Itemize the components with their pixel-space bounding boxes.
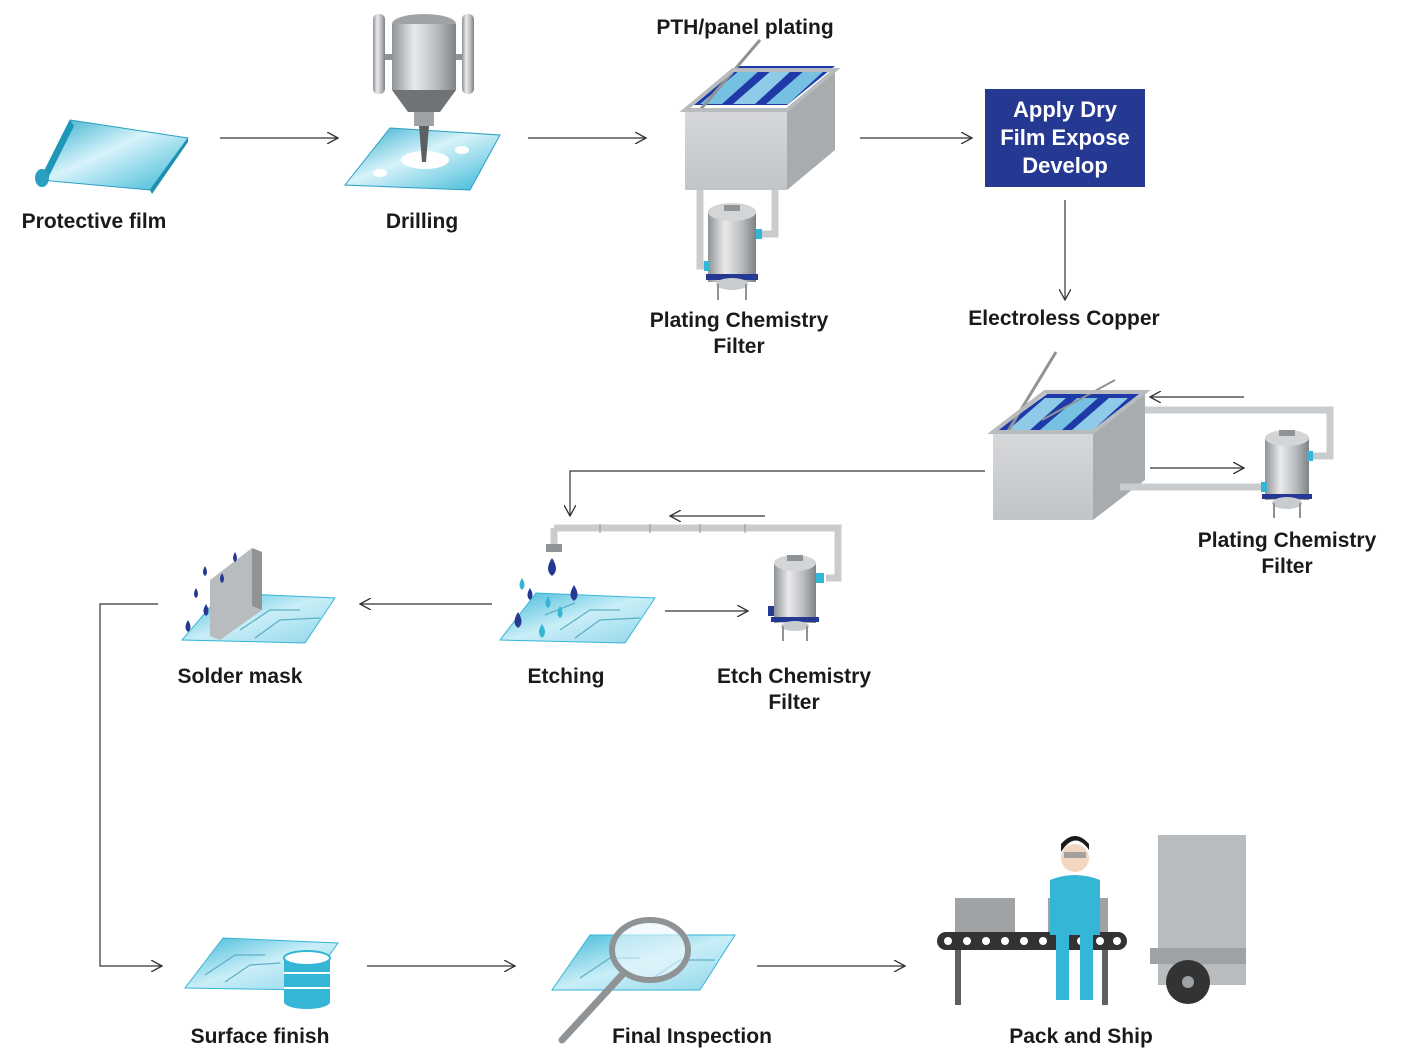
- box-line: Develop: [1022, 153, 1108, 178]
- etching-icon: [499, 524, 842, 644]
- pack-and-ship-icon: [937, 835, 1246, 1005]
- drill-icon: [343, 14, 501, 191]
- label-line: Filter: [1261, 555, 1313, 578]
- label-pth-panel-plating: PTH/panel plating: [656, 16, 834, 39]
- protective-film-icon: [35, 119, 189, 194]
- label-solder-mask: Solder mask: [177, 665, 303, 688]
- label-line: Filter: [713, 335, 765, 358]
- label-plating-filter-2: Plating Chemistry Filter: [1198, 528, 1377, 580]
- label-pack-and-ship: Pack and Ship: [1009, 1025, 1153, 1048]
- arrow-electroless-to-etching: [570, 470, 985, 516]
- label-plating-filter-1: Plating Chemistry Filter: [650, 308, 829, 360]
- magnifier-icon: [551, 917, 736, 1044]
- pth-plating-tank-icon: [679, 39, 841, 300]
- flow-arrows: [99, 138, 1244, 966]
- label-final-inspection: Final Inspection: [612, 1025, 772, 1048]
- apply-dry-film-box: Apply Dry Film Expose Develop: [985, 89, 1145, 187]
- label-line: Etch Chemistry: [716, 665, 872, 688]
- surface-finish-icon: [184, 937, 339, 1009]
- solder-mask-icon: [180, 548, 336, 644]
- label-surface-finish: Surface finish: [190, 1025, 330, 1048]
- label-protective-film: Protective film: [21, 210, 167, 233]
- label-electroless-copper: Electroless Copper: [968, 307, 1160, 330]
- arrow-soldermask-to-surface: [99, 603, 162, 966]
- label-line: Plating Chemistry: [1197, 529, 1377, 552]
- box-line: Apply Dry: [1013, 97, 1117, 122]
- label-line: Filter: [768, 691, 820, 714]
- electroless-copper-tank-icon: [987, 351, 1334, 520]
- label-etching: Etching: [527, 665, 605, 688]
- label-line: Plating Chemistry: [649, 309, 829, 332]
- label-etch-filter: Etch Chemistry Filter: [717, 664, 871, 716]
- label-drilling: Drilling: [385, 210, 459, 233]
- box-line: Film Expose: [1000, 125, 1130, 150]
